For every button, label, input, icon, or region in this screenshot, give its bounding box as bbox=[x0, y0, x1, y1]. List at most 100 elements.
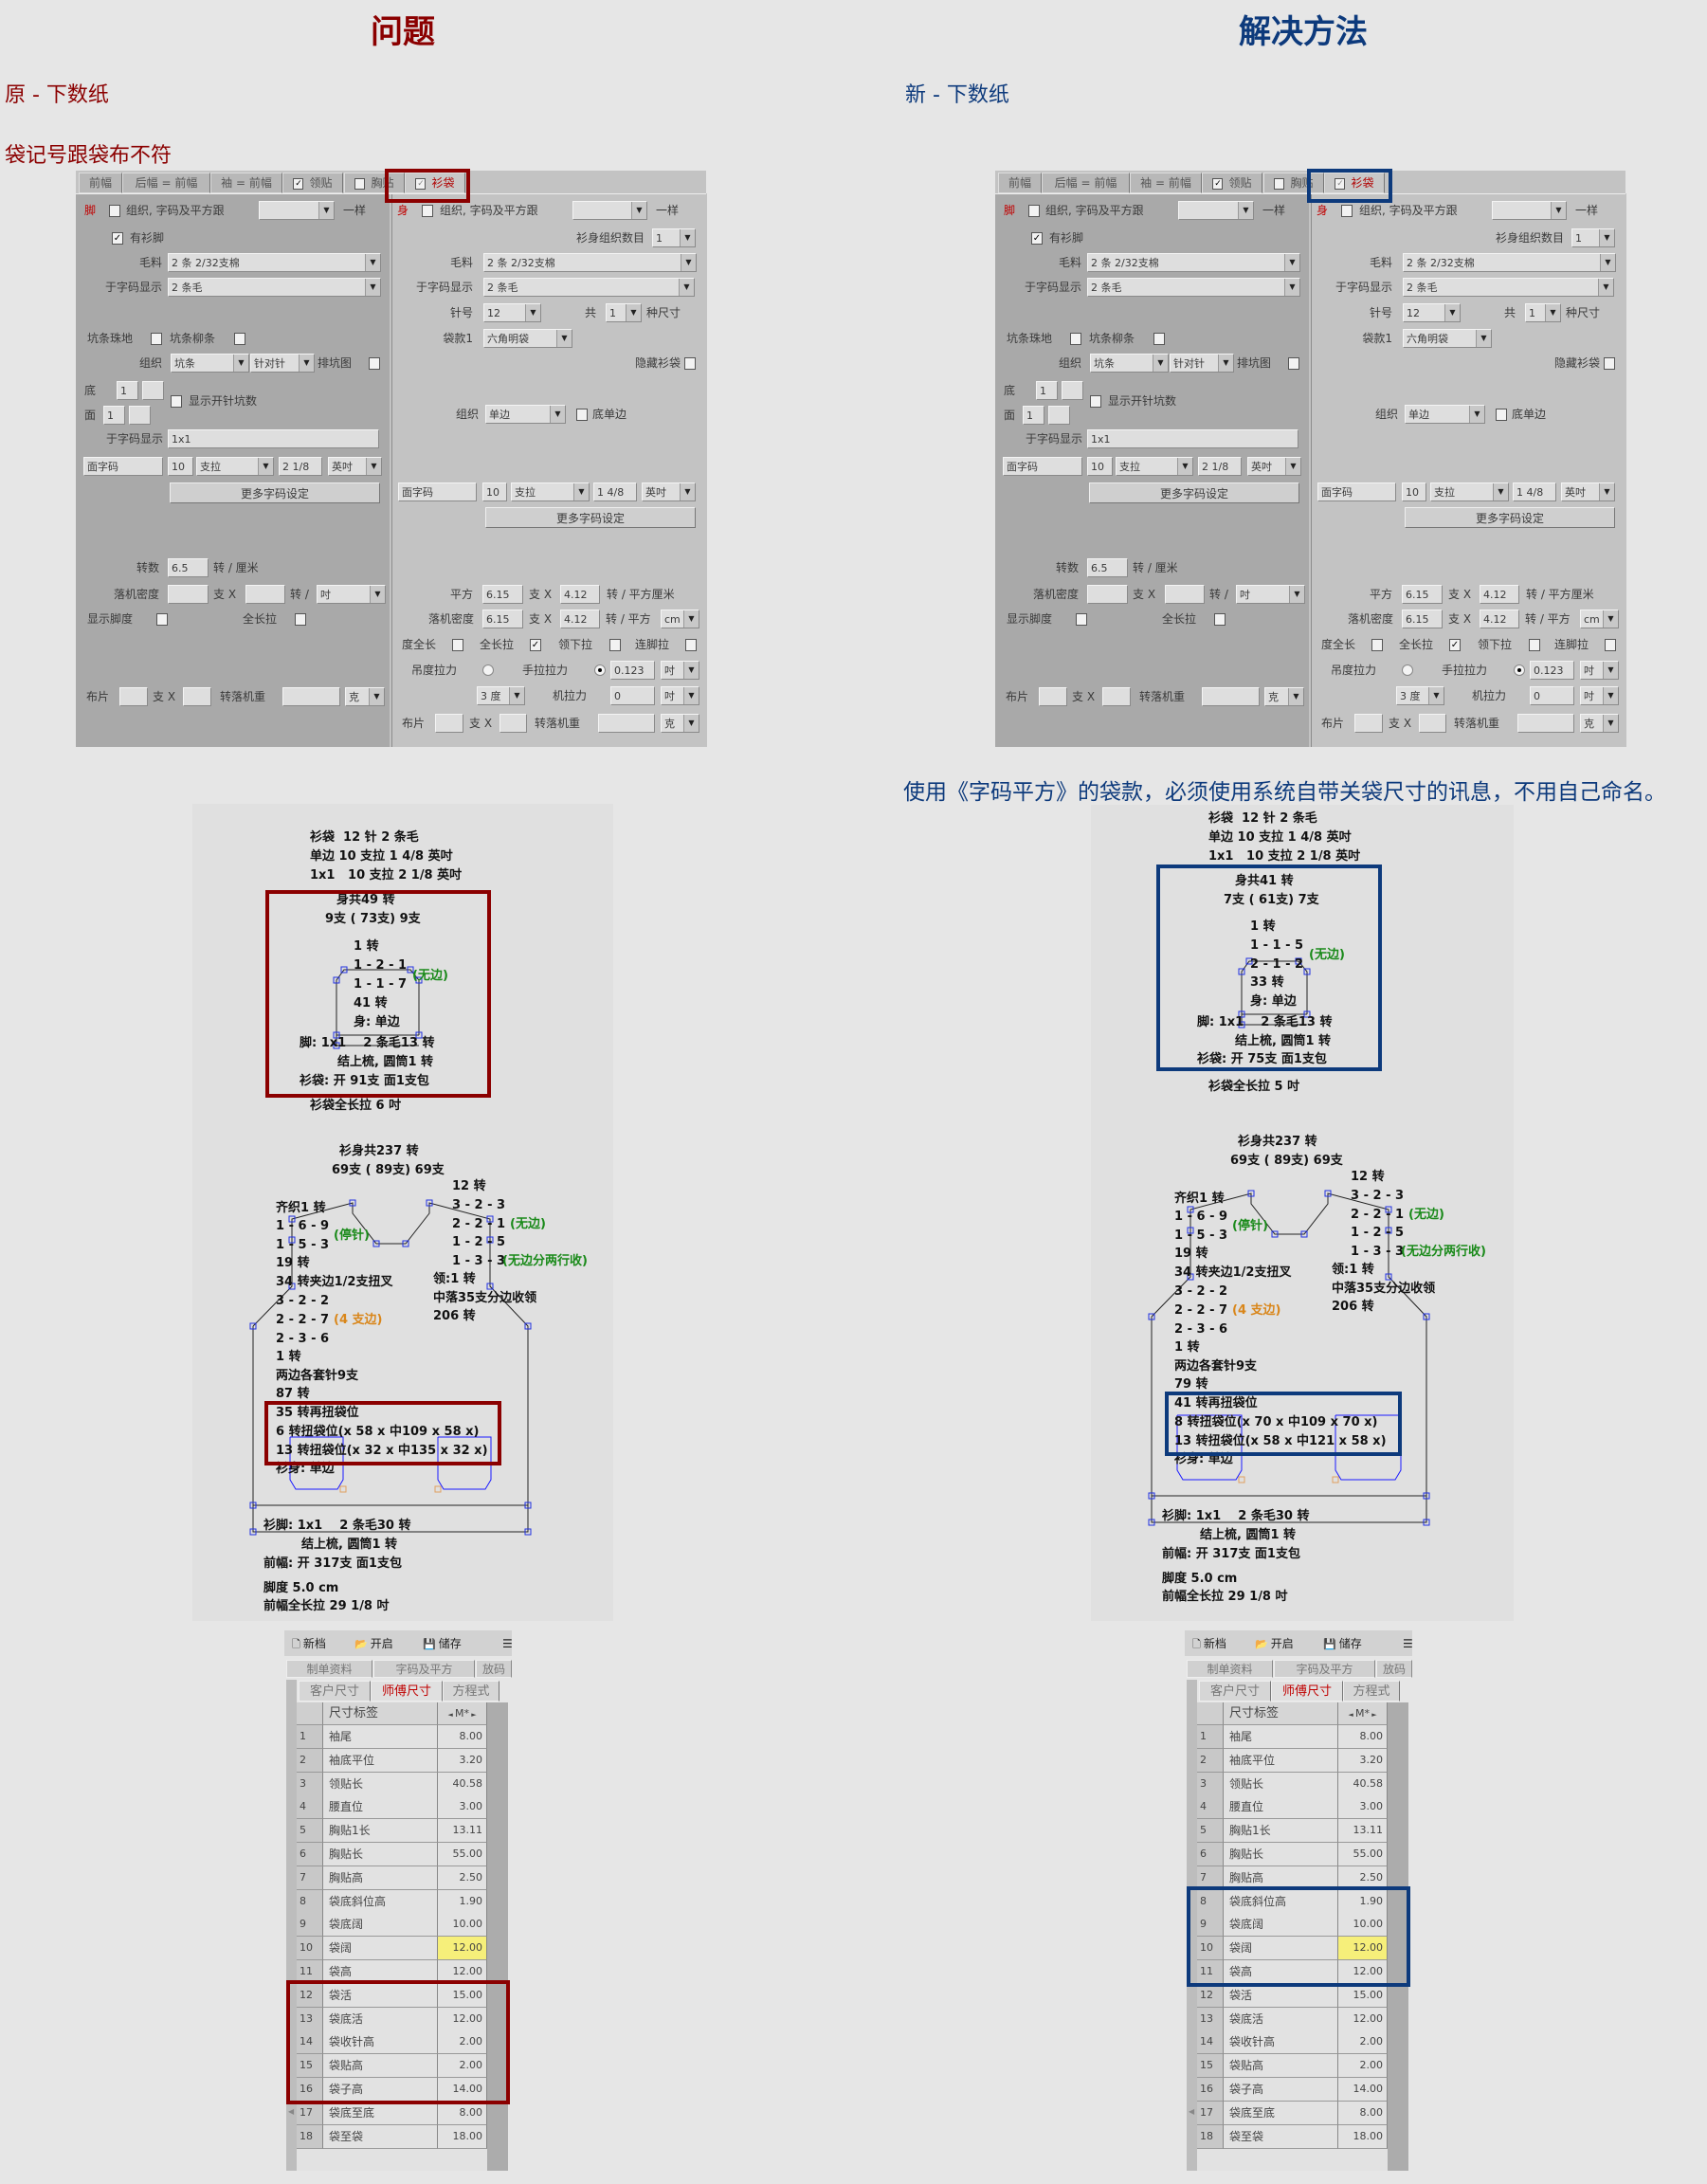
body-gauge-unit-select[interactable]: 支拉▼ bbox=[1430, 482, 1509, 501]
rib-chart-checkbox[interactable] bbox=[1288, 357, 1299, 370]
size-value-cell[interactable]: 55.00 bbox=[1338, 1843, 1388, 1866]
chevron-down-icon[interactable]: ▼ bbox=[556, 330, 572, 347]
body-weight-input[interactable] bbox=[598, 714, 655, 733]
body-same-as-checkbox[interactable] bbox=[422, 205, 433, 217]
hand-tension-unit[interactable]: 吋▼ bbox=[1580, 661, 1619, 680]
size-label-cell[interactable]: 袋子高 bbox=[1224, 2078, 1338, 2102]
chevron-down-icon[interactable]: ▼ bbox=[683, 715, 699, 732]
hand-tension-unit[interactable]: 吋▼ bbox=[661, 661, 699, 680]
table-subtab-1[interactable]: 师傅尺寸 bbox=[371, 1681, 443, 1702]
foot-stitch2-select[interactable]: 针对针▼ bbox=[1170, 354, 1234, 373]
size-label-cell[interactable]: 袖尾 bbox=[323, 1725, 438, 1749]
rib-chart-checkbox[interactable] bbox=[369, 357, 380, 370]
has-hem-checkbox[interactable]: ✓ bbox=[1031, 232, 1043, 245]
hand-tension-radio[interactable] bbox=[1514, 664, 1525, 676]
bottom-single-checkbox[interactable] bbox=[576, 409, 588, 421]
chevron-down-icon[interactable]: ▼ bbox=[683, 610, 699, 628]
size-label-cell[interactable]: 袋阔 bbox=[1224, 1937, 1338, 1961]
drop-tension-radio[interactable] bbox=[1402, 664, 1413, 676]
chevron-down-icon[interactable]: ▼ bbox=[233, 355, 248, 372]
machine-tension-unit[interactable]: 吋▼ bbox=[661, 686, 699, 705]
size-value-cell[interactable]: 2.00 bbox=[1338, 2030, 1388, 2055]
foot-density-w[interactable] bbox=[168, 585, 209, 604]
size-value-cell[interactable]: 13.11 bbox=[1338, 1819, 1388, 1844]
full-length-checkbox[interactable] bbox=[1371, 639, 1383, 651]
toolbar-button-2[interactable]: 💾储存 bbox=[1323, 1635, 1362, 1652]
foot-same-as-checkbox[interactable] bbox=[109, 205, 120, 217]
arrow-right-icon[interactable]: ► bbox=[469, 1711, 477, 1719]
sizes-select[interactable]: 1▼ bbox=[606, 303, 642, 322]
bottom-input[interactable]: 1 bbox=[117, 381, 138, 400]
foot-piece-w[interactable] bbox=[1039, 687, 1067, 706]
table-tab-2[interactable]: 放码 bbox=[476, 1660, 512, 1678]
chevron-down-icon[interactable]: ▼ bbox=[1285, 458, 1300, 475]
body-more-gauge-button[interactable]: 更多字码设定 bbox=[1405, 507, 1615, 528]
toolbar-button-1[interactable]: 📂开启 bbox=[1255, 1635, 1294, 1652]
foot-gauge-length[interactable]: 2 1/8 bbox=[1198, 457, 1242, 476]
size-label-cell[interactable]: 袋底至底 bbox=[1224, 2101, 1338, 2125]
table-subtab-1[interactable]: 师傅尺寸 bbox=[1271, 1681, 1343, 1702]
size-value-cell[interactable]: 55.00 bbox=[438, 1843, 487, 1866]
size-label-cell[interactable]: 袋活 bbox=[1224, 1983, 1338, 2008]
chevron-down-icon[interactable]: ▼ bbox=[1476, 330, 1491, 347]
body-more-gauge-button[interactable]: 更多字码设定 bbox=[485, 507, 696, 528]
chevron-down-icon[interactable]: ▼ bbox=[550, 406, 565, 423]
tab-checkbox[interactable] bbox=[1274, 177, 1285, 190]
chevron-down-icon[interactable]: ▼ bbox=[1288, 688, 1303, 705]
hide-pocket-checkbox[interactable] bbox=[1604, 357, 1615, 370]
chevron-down-icon[interactable]: ▼ bbox=[1603, 662, 1618, 679]
size-label-cell[interactable]: 袋底斜位高 bbox=[323, 1889, 438, 1914]
tab-5[interactable]: ✓衫袋 bbox=[1324, 173, 1385, 193]
chevron-down-icon[interactable]: ▼ bbox=[366, 458, 381, 475]
foot-piece-w[interactable] bbox=[119, 687, 148, 706]
table-tab-1[interactable]: 字码及平方 bbox=[1274, 1660, 1375, 1678]
body-pieces-select[interactable]: 1▼ bbox=[1571, 228, 1615, 247]
tab-3[interactable]: ✓领贴 bbox=[282, 173, 343, 193]
chevron-down-icon[interactable]: ▼ bbox=[365, 279, 380, 296]
size-label-cell[interactable]: 袖尾 bbox=[1224, 1725, 1338, 1749]
table-tab-0[interactable]: 制单资料 bbox=[286, 1660, 372, 1678]
table-tab-0[interactable]: 制单资料 bbox=[1187, 1660, 1273, 1678]
header-size-label[interactable]: 尺寸标签 bbox=[323, 1702, 438, 1725]
size-value-cell[interactable]: 10.00 bbox=[438, 1913, 487, 1938]
table-scrollbar[interactable] bbox=[1388, 1702, 1408, 2171]
foot-weight-input[interactable] bbox=[1202, 687, 1260, 706]
chevron-down-icon[interactable]: ▼ bbox=[683, 662, 699, 679]
chevron-down-icon[interactable]: ▼ bbox=[1284, 254, 1299, 271]
degree-select[interactable]: 3 度▼ bbox=[477, 686, 525, 705]
table-subtab-0[interactable]: 客户尺寸 bbox=[299, 1681, 371, 1702]
foot-stitch2-select[interactable]: 针对针▼ bbox=[250, 354, 315, 373]
degree-select[interactable]: 3 度▼ bbox=[1396, 686, 1444, 705]
pocket-style-select[interactable]: 六角明袋▼ bbox=[1403, 329, 1492, 348]
body-full-pull-checkbox[interactable]: ✓ bbox=[530, 639, 541, 651]
sizes-select[interactable]: 1▼ bbox=[1525, 303, 1561, 322]
chevron-down-icon[interactable]: ▼ bbox=[369, 688, 384, 705]
tab-2[interactable]: 袖 = 前幅 bbox=[210, 173, 282, 193]
machine-tension-input[interactable]: 0 bbox=[1530, 686, 1574, 705]
tab-0[interactable]: 前幅 bbox=[79, 173, 122, 193]
rib-pearl-checkbox[interactable] bbox=[1070, 333, 1081, 345]
face2-input[interactable] bbox=[1048, 406, 1070, 425]
pocket-style-select[interactable]: 六角明袋▼ bbox=[483, 329, 572, 348]
table-scrollbar[interactable] bbox=[487, 1702, 508, 2171]
chevron-down-icon[interactable]: ▼ bbox=[1289, 586, 1304, 603]
foot-gauge-length-unit[interactable]: 英吋▼ bbox=[328, 457, 382, 476]
square-h[interactable]: 4.12 bbox=[560, 585, 600, 604]
foot-full-pull-checkbox[interactable] bbox=[295, 613, 306, 626]
chevron-down-icon[interactable]: ▼ bbox=[680, 483, 695, 500]
body-gauge-count[interactable]: 10 bbox=[1402, 482, 1426, 501]
chevron-down-icon[interactable]: ▼ bbox=[681, 254, 696, 271]
foot-display2-input[interactable]: 1x1 bbox=[1087, 429, 1298, 448]
size-value-cell[interactable]: 12.00 bbox=[1338, 2007, 1388, 2031]
size-label-cell[interactable]: 袋底至底 bbox=[323, 2101, 438, 2125]
body-piece-h[interactable] bbox=[499, 714, 527, 733]
size-label-cell[interactable]: 袋至袋 bbox=[323, 2124, 438, 2149]
body-yarn-select[interactable]: 2 条 2/32支棉▼ bbox=[1403, 253, 1616, 272]
has-hem-checkbox[interactable]: ✓ bbox=[112, 232, 123, 245]
chevron-down-icon[interactable]: ▼ bbox=[370, 586, 385, 603]
body-display-select[interactable]: 2 条毛▼ bbox=[1403, 278, 1614, 297]
size-label-cell[interactable]: 袋至袋 bbox=[1224, 2124, 1338, 2149]
size-value-cell[interactable]: 1.90 bbox=[1338, 1889, 1388, 1914]
machine-tension-input[interactable]: 0 bbox=[610, 686, 655, 705]
menu-icon[interactable]: ☰ bbox=[1403, 1637, 1413, 1650]
